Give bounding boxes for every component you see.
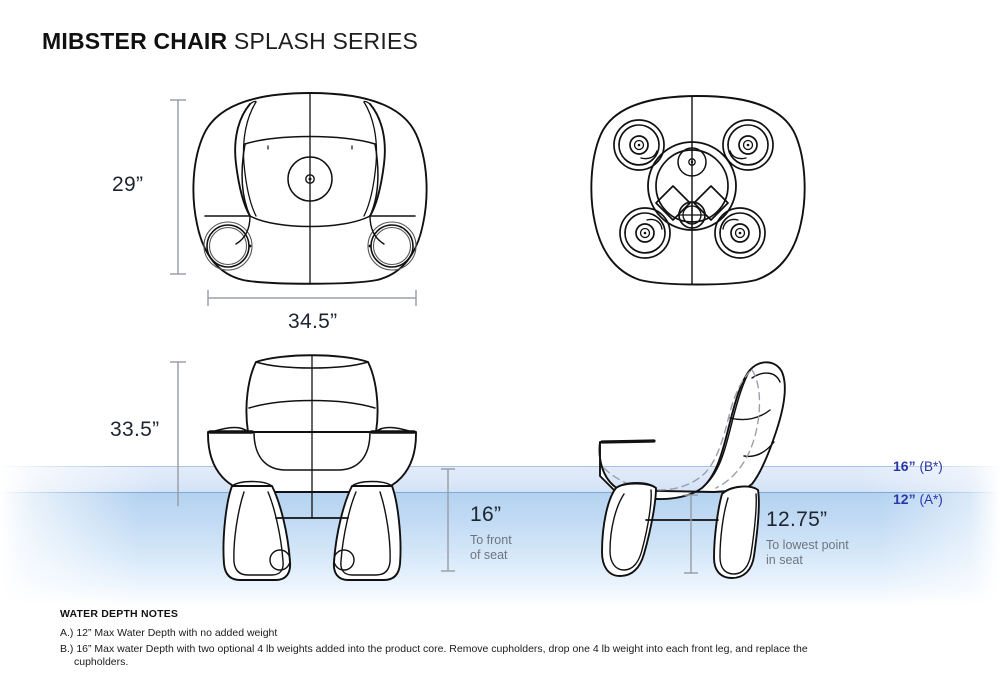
note-a: A.) 12” Max Water Depth with no added we… — [60, 627, 278, 639]
title-bold: MIBSTER CHAIR — [42, 28, 228, 54]
note-16in-line2: of seat — [470, 548, 508, 562]
underside-view-chair — [588, 92, 808, 288]
top-view-chair — [188, 88, 432, 288]
dimension-label-33-5in: 33.5” — [110, 418, 160, 441]
note-b-continuation: cupholders. — [74, 656, 129, 668]
water-level-callout-a: 12” (A*) — [893, 491, 943, 507]
water-level-value-b: 16” — [893, 458, 916, 474]
dimension-line-16in-seat — [438, 466, 458, 574]
dimension-note-16in-seat: To front of seat — [470, 533, 512, 563]
dimension-label-34-5in: 34.5” — [288, 310, 338, 333]
waterline-12in — [0, 492, 1000, 493]
waterline-16in — [0, 466, 1000, 467]
title-light: SPLASH SERIES — [233, 28, 419, 54]
water-level-ref-b: (B*) — [919, 459, 943, 474]
notes-heading: WATER DEPTH NOTES — [60, 608, 179, 620]
note-12-75in-line2: in seat — [766, 553, 803, 567]
page-title: MIBSTER CHAIR SPLASH SERIES — [42, 28, 418, 55]
dimension-line-33-5in — [168, 358, 188, 510]
note-b-text: B.) 16” Max water Depth with two optiona… — [60, 642, 808, 655]
dimension-label-29in: 29” — [112, 173, 144, 196]
dimension-label-12-75in-seat: 12.75” — [766, 508, 828, 531]
dimension-line-29in — [168, 96, 188, 278]
note-12-75in-line1: To lowest point — [766, 538, 849, 552]
water-level-callout-b: 16” (B*) — [893, 458, 943, 474]
water-band-16in — [0, 466, 1000, 492]
note-b: B.) 16” Max water Depth with two optiona… — [60, 643, 960, 670]
note-16in-line1: To front — [470, 533, 512, 547]
front-elevation-chair — [196, 352, 428, 584]
water-level-value-a: 12” — [893, 491, 916, 507]
water-level-ref-a: (A*) — [919, 492, 943, 507]
dimension-line-34-5in — [204, 288, 420, 308]
dimension-label-16in-seat: 16” — [470, 503, 502, 526]
dimension-line-12-75in-seat — [681, 492, 701, 576]
dimension-note-12-75in-seat: To lowest point in seat — [766, 538, 849, 568]
water-depth-notes: WATER DEPTH NOTES A.) 12” Max Water Dept… — [60, 608, 960, 672]
